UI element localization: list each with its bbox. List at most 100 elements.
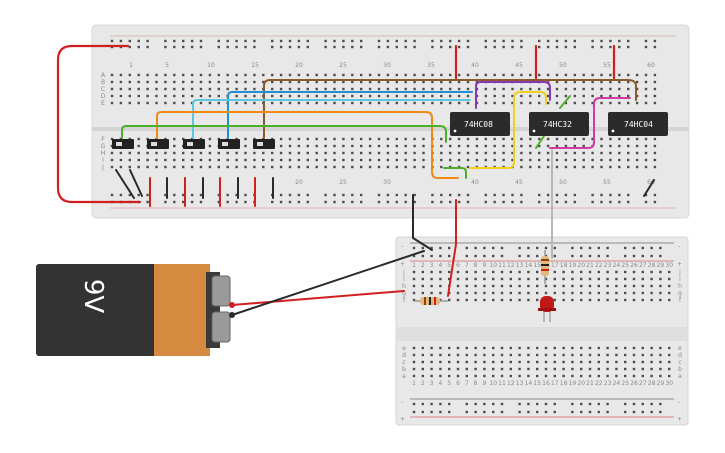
breadboard-hole [624,353,627,357]
breadboard-hole [449,151,452,155]
row-letter: i [403,276,405,283]
breadboard-hole [217,158,220,162]
breadboard-hole [440,158,443,162]
breadboard-hole [484,158,487,162]
breadboard-hole [377,137,381,141]
breadboard-hole [449,80,452,84]
breadboard-hole [597,246,600,250]
breadboard-hole [244,200,247,204]
led-red[interactable] [538,296,556,322]
breadboard-hole [333,137,336,141]
breadboard-hole [591,73,594,77]
breadboard-hole [606,270,609,274]
breadboard-hole [483,410,486,414]
breadboard-hole [668,360,671,364]
breadboard-hole [650,291,653,295]
switch-5[interactable] [253,139,275,149]
breadboard-hole [659,367,662,371]
breadboard-hole [606,291,609,295]
breadboard-hole [591,87,594,91]
battery-9v[interactable]: 9V [36,264,235,356]
column-number: 10 [489,262,497,269]
breadboard-hole [600,137,603,141]
breadboard-hole [395,101,398,105]
breadboard-hole [520,151,523,155]
breadboard-hole [413,151,416,155]
chip-74hc04-label: 74HC04 [624,120,653,129]
switch-3[interactable] [183,139,205,149]
breadboard-hole [456,298,460,302]
switch-2[interactable] [147,139,169,149]
breadboard-hole [456,374,460,378]
breadboard-hole [279,165,283,169]
breadboard-hole [449,39,452,43]
breadboard-hole [448,360,451,364]
breadboard-hole [306,165,309,169]
breadboard-hole [564,165,568,169]
breadboard-hole [306,158,309,162]
row-letter: B [101,79,105,86]
breadboard-hole [306,144,309,148]
chip-74hc32[interactable]: 74HC32 [529,112,589,136]
breadboard-hole [588,367,592,371]
breadboard-hole [199,45,203,49]
breadboard-hole [536,277,539,281]
breadboard-hole [404,73,407,77]
column-number: 5 [165,62,169,69]
breadboard-hole [413,87,416,91]
breadboard-hole [529,137,532,141]
switch-4[interactable] [218,139,240,149]
breadboard-hole [564,39,568,43]
breadboard-hole [457,193,461,197]
breadboard-hole [606,346,609,350]
breadboard-hole [271,73,274,77]
breadboard-hole [324,87,327,91]
breadboard-hole [457,80,461,84]
breadboard-hole [315,101,318,105]
row-letter: e [678,345,682,352]
switch-1[interactable] [112,139,134,149]
breadboard-hole [431,39,434,43]
breadboard-hole [164,165,167,169]
breadboard-hole [520,45,523,49]
breadboard-hole [632,346,636,350]
column-number: 13 [516,380,524,387]
breadboard-hole [386,151,390,155]
breadboard-hole [653,73,657,77]
breadboard-hole [591,200,594,204]
breadboard-hole [474,246,477,250]
breadboard-hole [573,165,576,169]
breadboard-hole [386,80,390,84]
chip-74hc08[interactable]: 74HC08 [450,112,510,136]
resistor-2[interactable] [541,250,549,284]
breadboard-hole [360,94,363,98]
row-letter: f [403,297,406,304]
breadboard-hole [538,144,541,148]
rail-plus-left-bottom: + [400,416,405,423]
breadboard-hole [217,165,220,169]
column-number: 11 [498,262,506,269]
breadboard-hole [509,270,512,274]
row-letter: a [678,373,682,380]
breadboard-hole [226,165,229,169]
breadboard-hole [653,200,657,204]
breadboard-hole [650,353,653,357]
column-number: 8 [474,262,478,269]
breadboard-hole [493,73,496,77]
breadboard-hole [421,410,424,414]
breadboard-hole [536,360,539,364]
chip-74hc04[interactable]: 74HC04 [608,112,668,136]
breadboard-hole [137,39,140,43]
breadboard-hole [562,360,565,364]
column-number: 24 [613,262,621,269]
breadboard-hole [155,158,158,162]
breadboard-hole [546,193,550,197]
row-letter: H [101,150,106,157]
resistor-1[interactable] [414,297,448,305]
wire-magenta [549,97,631,149]
breadboard-hole [555,200,559,204]
breadboard-hole [553,246,556,250]
breadboard-hole [538,151,541,155]
wire-purple [475,81,551,109]
breadboard-hole [128,39,131,43]
